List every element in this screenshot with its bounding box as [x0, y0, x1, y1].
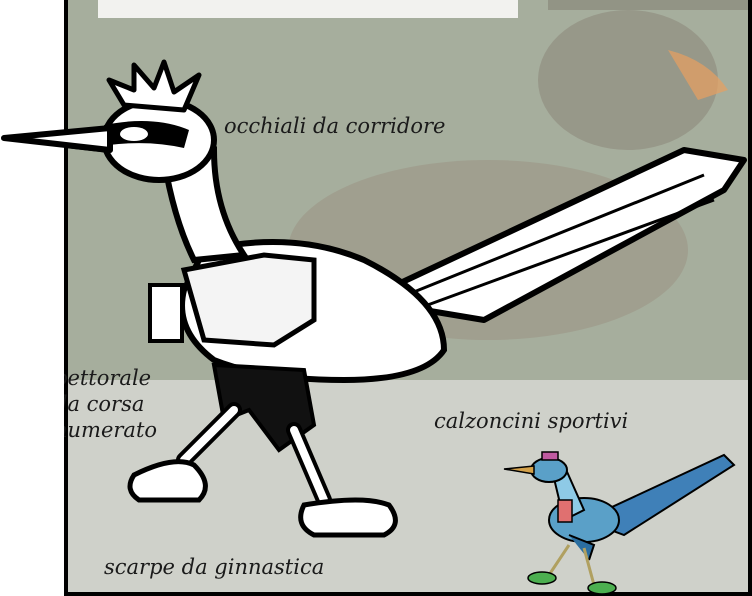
label-goggles: occhiali da corridore: [224, 114, 445, 139]
small-colored-roadrunner: [64, 0, 752, 596]
illustration-frame: occhiali da corridore pettorale da corsa…: [64, 0, 752, 596]
label-bib-line3: numerato: [64, 418, 157, 443]
label-shoes: scarpe da ginnastica: [104, 555, 324, 580]
label-bib-line1: pettorale: [64, 366, 151, 391]
beak-tip-outside-frame: [0, 110, 120, 170]
label-shorts: calzoncini sportivi: [434, 409, 628, 434]
label-bib-line2: da corsa: [64, 392, 144, 417]
